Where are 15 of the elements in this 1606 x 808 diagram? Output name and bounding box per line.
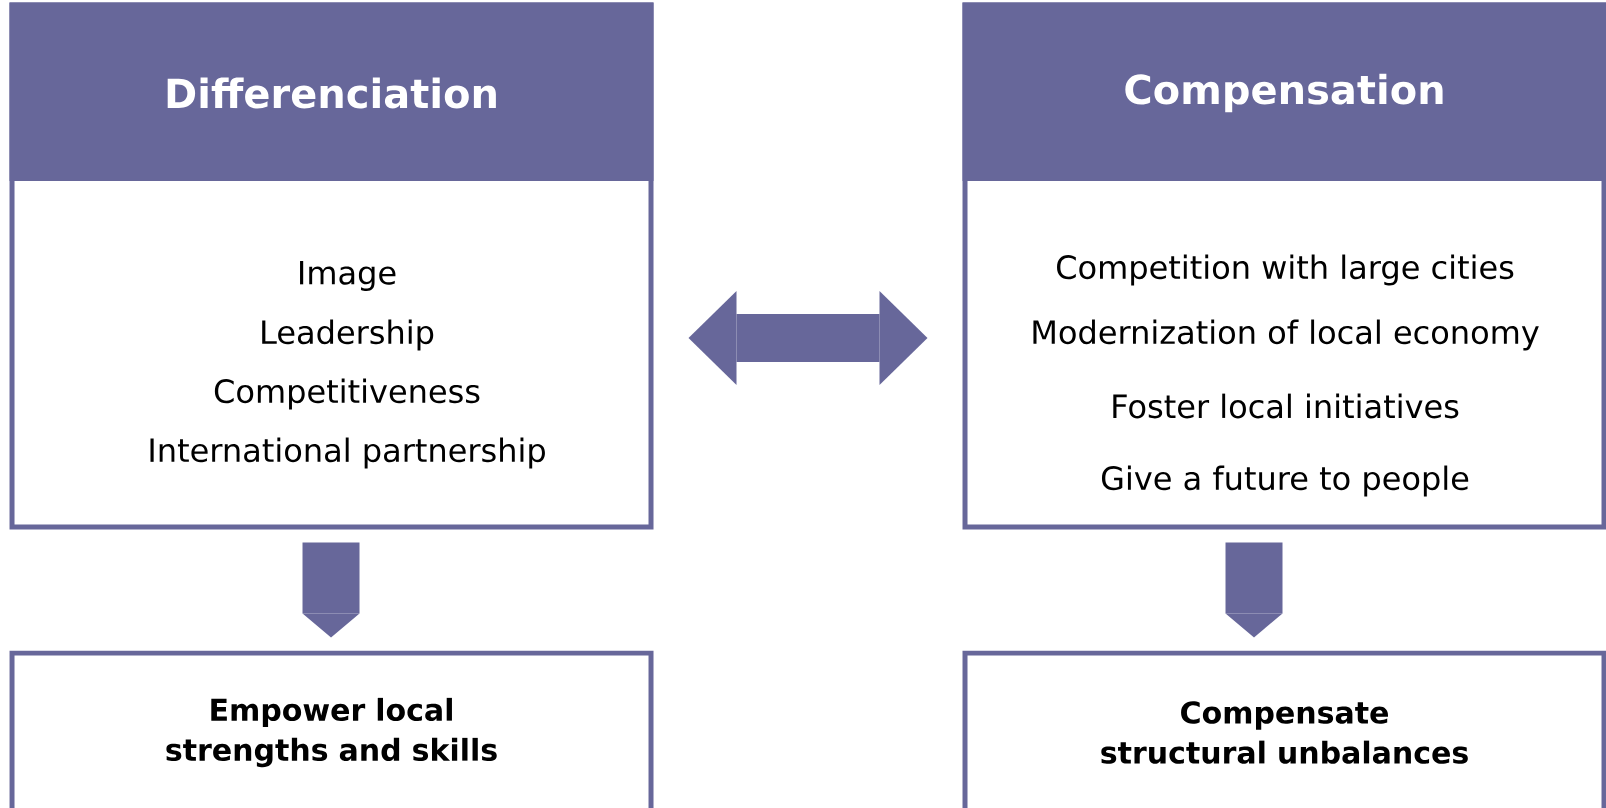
list-item: Image: [300, 261, 396, 291]
heading: Compensation: [1125, 73, 1443, 113]
list-item: Competitiveness: [214, 378, 480, 410]
block-arrow: [302, 542, 360, 638]
list-item: Give a future to people: [1101, 465, 1469, 497]
block-arrow: [1225, 542, 1283, 638]
result-box: Compensate structural unbalances: [962, 650, 1606, 808]
list-item: Foster local initiatives: [1113, 393, 1459, 419]
list-item: Modernization of local economy: [1033, 319, 1539, 351]
heading: Differenciation: [167, 77, 496, 109]
list-item: Leadership: [262, 319, 434, 351]
result-box: Empower local strengths and skills: [9, 650, 654, 808]
list-item: International partnership: [150, 437, 545, 469]
list-item: Competition with large cities: [1057, 254, 1514, 286]
block-arrow: [688, 291, 928, 385]
